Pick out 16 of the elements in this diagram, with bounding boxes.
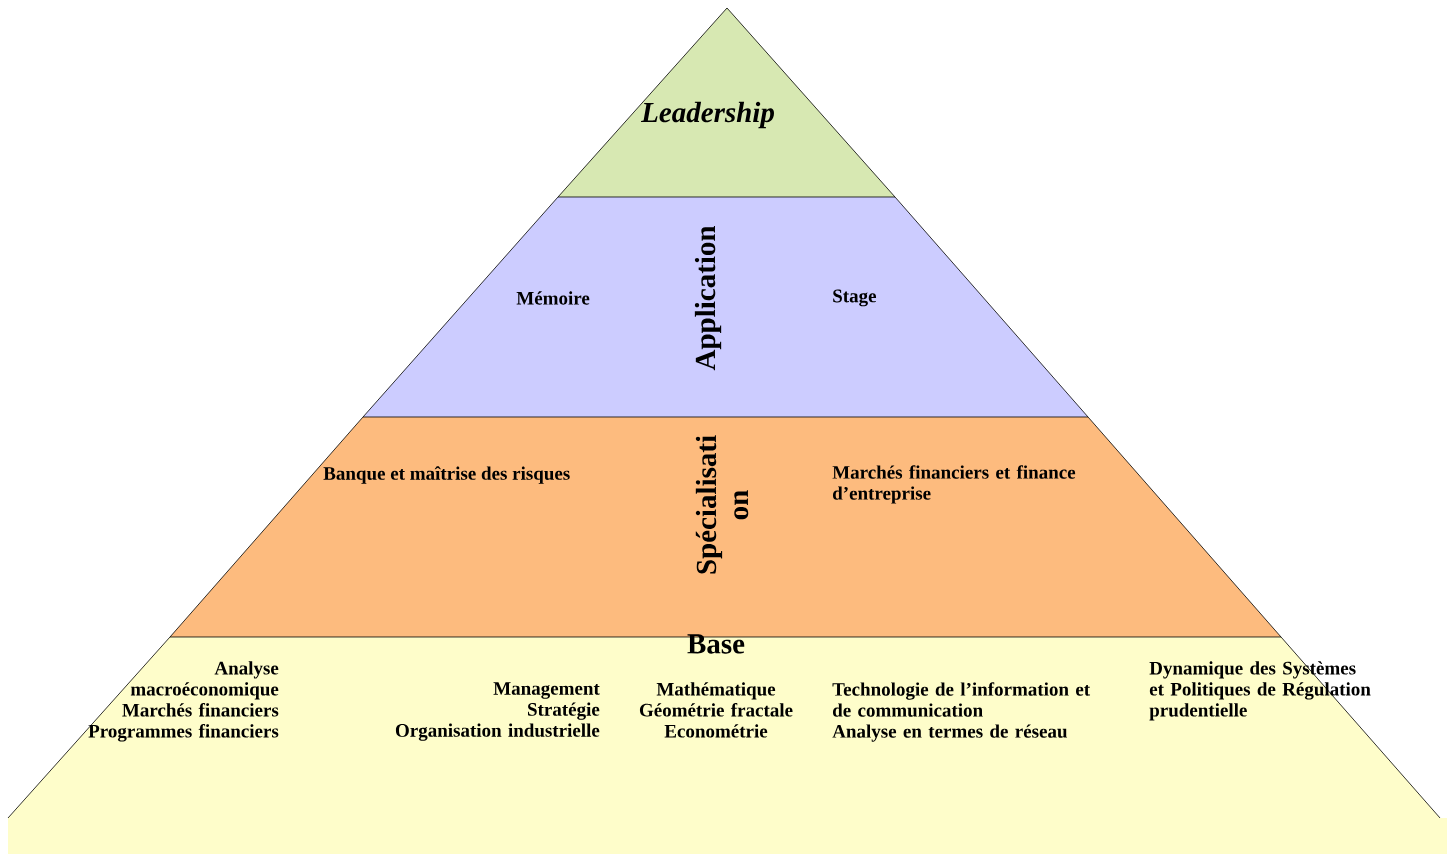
course-list: Technologie de l’information et de communication Analyse en termes de réseau [832, 682, 1091, 742]
pyramid-level [557, 7, 896, 198]
course-label: Banque et maîtrise des risques [323, 466, 570, 484]
course-label: Marchés financiers et finance d’entreprise [832, 465, 1076, 504]
course-list: Analyse macroéconomique Marchés financiers Programmes financiers [88, 661, 279, 742]
level-title: Spécialisati on [695, 435, 749, 574]
pyramid-level [7, 634, 1447, 854]
course-label: Mémoire [516, 291, 590, 305]
course-list: Mathématique Géométrie fractale Econométrie [639, 682, 793, 738]
course-label: Stage [833, 289, 877, 307]
course-list: Dynamique des Systèmes et Politiques de Régulation prudentielle [1149, 661, 1371, 721]
level-title: Application [694, 225, 722, 371]
level-title: Leadership [640, 101, 774, 129]
course-list: Management Stratégie Organisation industrielle [395, 682, 600, 741]
pyramid-level [362, 196, 1089, 418]
level-title: Base [687, 634, 745, 654]
